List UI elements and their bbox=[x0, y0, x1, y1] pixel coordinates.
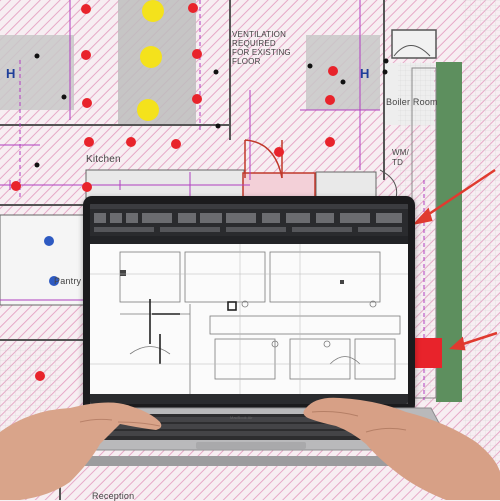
svg-text:H: H bbox=[6, 66, 15, 81]
pantry-label: Pantry bbox=[54, 276, 82, 286]
cad-toolbar bbox=[90, 204, 408, 244]
ventilation-note: VENTILATION REQUIRED FOR EXISTING FLOOR bbox=[232, 30, 291, 66]
laptop-brand-label: MacBook Air bbox=[230, 415, 253, 420]
reception-label: Reception bbox=[92, 491, 135, 501]
laptop-screen bbox=[90, 204, 408, 404]
right-hand bbox=[303, 397, 500, 500]
wm-td-label: WM/ TD bbox=[392, 148, 410, 167]
svg-text:H: H bbox=[360, 66, 369, 81]
laptop bbox=[83, 196, 415, 414]
kitchen-label: Kitchen bbox=[86, 154, 121, 165]
boiler-room-label: Boiler Room bbox=[386, 97, 438, 107]
cad-taskbar bbox=[90, 394, 408, 404]
cad-drawing-area[interactable] bbox=[90, 244, 408, 404]
left-hand bbox=[0, 402, 162, 500]
